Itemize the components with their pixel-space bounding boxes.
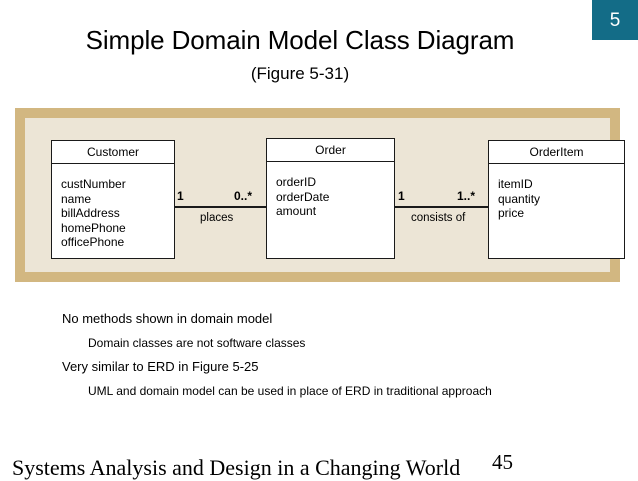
multiplicity-customer-places: 1 — [177, 189, 184, 203]
uml-attribute: orderID — [276, 175, 317, 189]
uml-class-order[interactable]: Order orderID orderDate amount — [266, 138, 395, 259]
multiplicity-order-consists-of: 1 — [398, 189, 405, 203]
footer-book-title: Systems Analysis and Design in a Changin… — [12, 455, 461, 480]
class-diagram-frame: Customer custNumber name billAddress hom… — [15, 108, 625, 282]
page-title: Simple Domain Model Class Diagram — [85, 25, 515, 55]
uml-attribute: quantity — [498, 191, 541, 206]
class-diagram-canvas: Customer custNumber name billAddress hom… — [25, 118, 625, 272]
bullet-item: Very similar to ERD in Figure 5-25 — [62, 359, 259, 374]
association-line-consists-of — [395, 206, 488, 208]
multiplicity-order-places: 0..* — [234, 189, 253, 203]
uml-attribute: billAddress — [61, 206, 120, 220]
uml-attribute-list: custNumber name billAddress homePhone of… — [52, 164, 174, 258]
uml-class-orderitem[interactable]: OrderItem itemID quantity price — [488, 140, 625, 259]
uml-attribute-list: itemID quantity price — [489, 164, 624, 258]
bullet-item: No methods shown in domain model — [62, 311, 273, 326]
bullet-list: No methods shown in domain model Domain … — [62, 307, 602, 403]
uml-attribute: custNumber — [61, 177, 126, 191]
uml-attribute: itemID — [498, 177, 533, 191]
chapter-number-badge: 5 — [592, 0, 638, 40]
uml-attribute: amount — [276, 204, 317, 218]
uml-attribute: price — [498, 206, 525, 220]
uml-attribute: homePhone — [61, 220, 126, 235]
association-label-consists-of: consists of — [411, 212, 466, 224]
uml-class-customer[interactable]: Customer custNumber name billAddress hom… — [51, 140, 175, 259]
uml-class-name: Order — [267, 139, 394, 162]
association-label-places: places — [200, 212, 234, 224]
uml-class-name: Customer — [52, 141, 174, 164]
uml-attribute: officePhone — [61, 235, 125, 249]
bullet-item: Domain classes are not software classes — [88, 336, 306, 350]
uml-attribute-list: orderID orderDate amount — [267, 162, 394, 258]
uml-attribute: orderDate — [276, 189, 330, 204]
multiplicity-orderitem-consists-of: 1..* — [457, 189, 476, 203]
footer-page-number: 45 — [492, 450, 513, 474]
association-line-places — [175, 206, 266, 208]
page-subtitle: (Figure 5-31) — [250, 64, 350, 83]
bullet-item: UML and domain model can be used in plac… — [88, 384, 492, 398]
uml-class-name: OrderItem — [489, 141, 624, 164]
uml-attribute: name — [61, 191, 92, 206]
